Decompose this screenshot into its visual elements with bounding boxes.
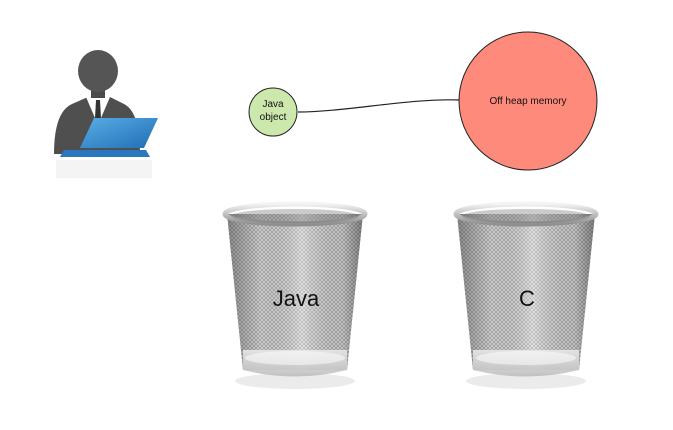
person-head [78, 50, 118, 92]
reference-line [297, 99, 461, 113]
java-bin-label: Java [273, 286, 320, 311]
off-heap-memory-node: Off heap memory [458, 31, 598, 171]
off-heap-memory-label: Off heap memory [489, 96, 566, 107]
java-trash-bin: Java [222, 201, 368, 389]
java-object-node: Java object [248, 87, 298, 137]
c-bin-label: C [519, 286, 535, 311]
laptop-screen [80, 118, 158, 148]
java-object-label-line1: Java [262, 99, 284, 110]
person-at-laptop-icon [54, 50, 158, 178]
c-trash-bin: C [453, 201, 599, 389]
java-object-label-line2: object [260, 112, 287, 123]
